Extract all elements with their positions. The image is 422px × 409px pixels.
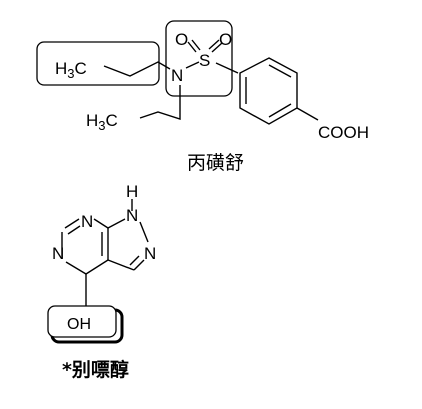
pyrimidine-bond-2 bbox=[93, 218, 109, 229]
pyrimidine-bond-4 bbox=[85, 259, 109, 275]
h3c-bottom-label: H3C bbox=[86, 111, 118, 133]
sulfur-label: S bbox=[199, 51, 210, 70]
hydroxyl-label: OH bbox=[67, 316, 91, 333]
s-o-bond-2 bbox=[211, 42, 223, 53]
s-o-bond-2b bbox=[208, 39, 220, 50]
probenecid-name: 丙磺舒 bbox=[187, 152, 244, 174]
top-propyl-bond bbox=[103, 61, 171, 77]
pyrazole-bond-2 bbox=[139, 221, 149, 243]
cooh-label: COOH bbox=[318, 123, 369, 142]
pyrimidine-bond-5 bbox=[65, 261, 87, 275]
pyrazole-nitrogen-label: N bbox=[144, 244, 156, 263]
pyrimidine-top-nitrogen-label: N bbox=[81, 212, 93, 231]
pyrimidine-left-nitrogen-label: N bbox=[52, 244, 64, 263]
sulfonyl-highlight-box bbox=[165, 20, 233, 97]
benzene-inner-bond-2 bbox=[268, 103, 292, 118]
nh-nitrogen-label: N bbox=[126, 206, 138, 225]
oxygen-2-label: O bbox=[219, 30, 232, 49]
h3c-top-label: H3C bbox=[55, 59, 87, 81]
pyrazole-bond-1 bbox=[107, 218, 126, 229]
benzene-inner-bond-1 bbox=[268, 64, 292, 78]
benzene-ring bbox=[239, 57, 298, 125]
probenecid-structure: H3C H3C N O O S COOH 丙磺舒 bbox=[36, 20, 369, 174]
pyrazole-bond-3-inner bbox=[129, 255, 140, 266]
pyrimidine-bond-1-inner bbox=[67, 225, 81, 235]
nitrogen-label: N bbox=[171, 66, 183, 85]
oxygen-1-label: O bbox=[175, 30, 188, 49]
ring-cooh-bond bbox=[296, 107, 319, 121]
pyrazole-bond-4 bbox=[107, 259, 135, 271]
pyrazole-bond-3 bbox=[133, 259, 145, 271]
s-o-bond-1b bbox=[191, 39, 201, 51]
hydroxyl-highlight-box bbox=[47, 305, 117, 338]
n-s-bond bbox=[185, 61, 200, 69]
s-o-bond-1 bbox=[187, 41, 197, 53]
nh-hydrogen-label: H bbox=[126, 182, 138, 201]
pyrimidine-bond-1 bbox=[64, 218, 80, 229]
s-ring-bond bbox=[215, 62, 239, 74]
bottom-propyl-bond bbox=[139, 85, 181, 120]
allopurinol-name: *别嘌醇 bbox=[62, 358, 129, 381]
allopurinol-structure: H N N N N OH *别嘌醇 bbox=[47, 182, 156, 381]
propyl-highlight-box bbox=[36, 41, 160, 86]
